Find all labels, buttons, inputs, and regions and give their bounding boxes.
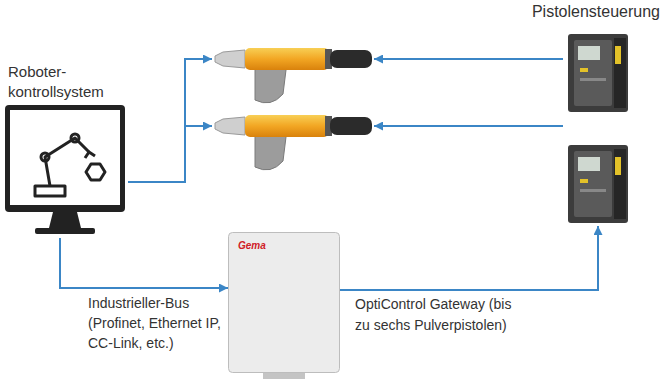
robot-wire [128,59,212,182]
controller-cabinet [568,34,628,112]
gateway-foot [263,373,305,379]
node-shape [228,232,340,380]
spray-gun [215,115,372,170]
bus-label: Industrieller-Bus (Profinet, Ethernet IP… [88,293,224,353]
gun-controller: Pistolensteuerung [518,0,662,114]
node-heading: Pistolensteuerung [532,2,660,22]
monitor-screen [10,110,120,205]
robot-icon [35,134,105,196]
robot-wire [185,125,212,127]
control-wire [374,125,563,127]
monitor-stand [49,212,81,228]
control-wire [374,58,563,60]
gateway-box: GemaOptiControl Gateway (bis zu sechs Pu… [228,232,340,380]
gateway-housing [229,233,340,373]
logo-text: Gema [238,240,266,251]
spray-gun [215,48,372,103]
bus-connector [60,238,228,288]
robot-control-monitor: Roboter- kontrollsystem [5,62,130,238]
gateway-caption: OptiControl Gateway (bis zu sechs Pulver… [355,294,527,336]
monitor-base [35,228,95,234]
gateway-wire [340,226,598,290]
node-heading: Roboter- kontrollsystem [8,62,126,102]
gun-controller [568,145,628,223]
monitor-bezel [5,105,125,212]
